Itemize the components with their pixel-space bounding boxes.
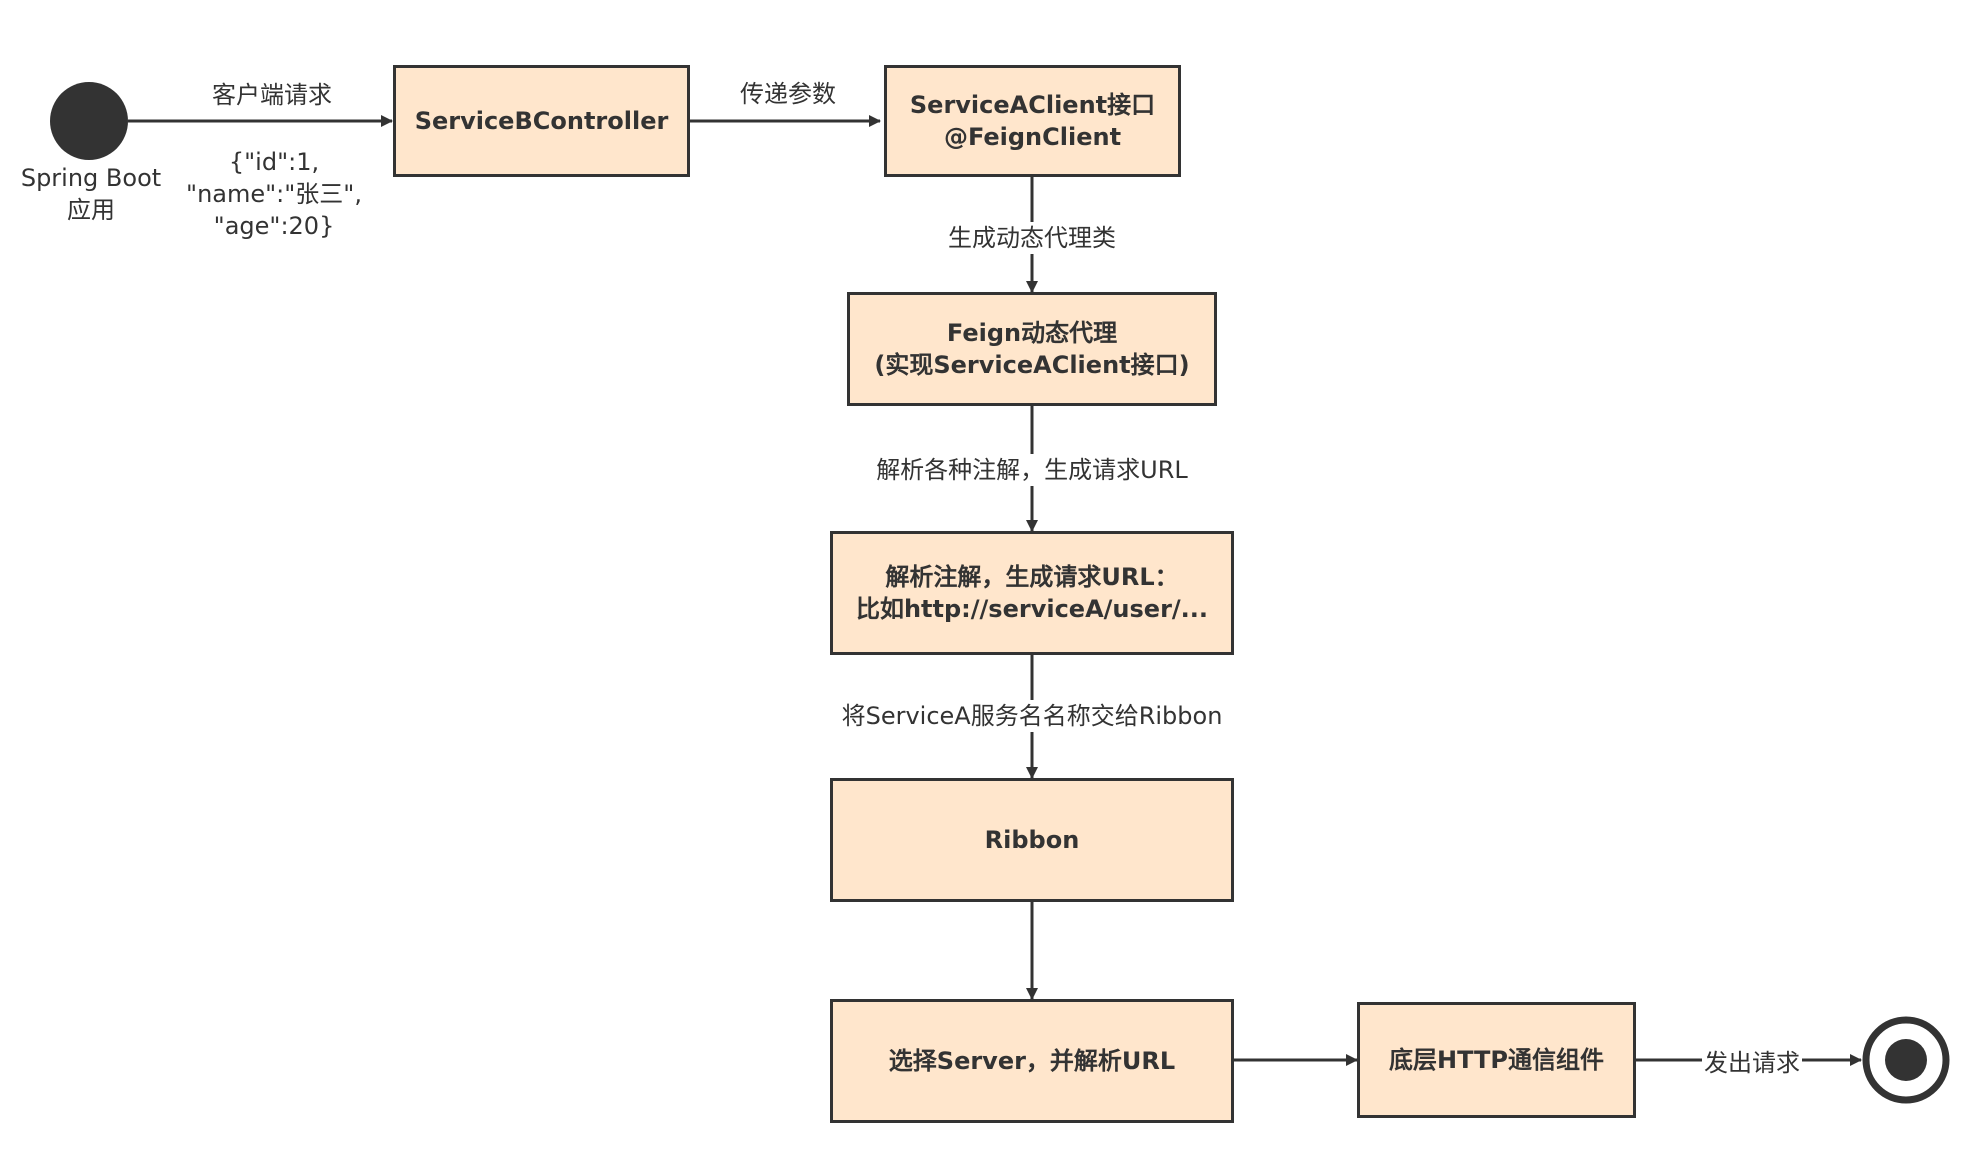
edge-label-send-request: 发出请求 <box>1702 1047 1802 1079</box>
edge-label-request-body: {"id":1, "name":"张三", "age":20} <box>186 146 362 242</box>
node-label-line-2: (实现ServiceAClient接口) <box>874 351 1190 379</box>
edge-label-to-ribbon: 将ServiceA服务名名称交给Ribbon <box>839 700 1225 732</box>
select-server-node: 选择Server，并解析URL <box>830 999 1234 1123</box>
start-node-icon <box>50 82 128 160</box>
node-label-line-2: @FeignClient <box>943 123 1122 151</box>
service-b-controller-node: ServiceBController <box>393 65 690 177</box>
node-label-line-1: ServiceAClient接口 <box>909 91 1156 119</box>
request-body-line-3: "age":20} <box>213 212 335 240</box>
service-a-client-node: ServiceAClient接口 @FeignClient <box>884 65 1181 177</box>
ribbon-node: Ribbon <box>830 778 1234 902</box>
start-node-label: Spring Boot 应用 <box>21 162 161 226</box>
edge-label-pass-params: 传递参数 <box>740 80 836 108</box>
node-label-line-1: Feign动态代理 <box>946 319 1118 347</box>
node-label-line-2: 比如http://serviceA/user/... <box>855 595 1209 623</box>
edge-label-client-request: 客户端请求 <box>212 81 332 109</box>
node-label-line-1: 解析注解，生成请求URL： <box>885 563 1179 591</box>
http-component-node: 底层HTTP通信组件 <box>1357 1002 1636 1118</box>
node-label: 选择Server，并解析URL <box>888 1047 1176 1075</box>
start-label-line-1: Spring Boot <box>20 164 162 192</box>
parse-annotations-node: 解析注解，生成请求URL： 比如http://serviceA/user/... <box>830 531 1234 655</box>
node-label: Ribbon <box>984 826 1080 854</box>
edge-label-parse-annotations: 解析各种注解，生成请求URL <box>874 454 1190 486</box>
start-label-line-2: 应用 <box>66 196 115 224</box>
node-label: ServiceBController <box>414 107 669 135</box>
edge-label-gen-proxy: 生成动态代理类 <box>946 222 1118 254</box>
node-label: 底层HTTP通信组件 <box>1389 1046 1604 1074</box>
request-body-line-1: {"id":1, <box>228 148 320 176</box>
request-body-line-2: "name":"张三", <box>186 180 362 208</box>
end-node-icon <box>1862 1016 1950 1104</box>
feign-proxy-node: Feign动态代理 (实现ServiceAClient接口) <box>847 292 1217 406</box>
